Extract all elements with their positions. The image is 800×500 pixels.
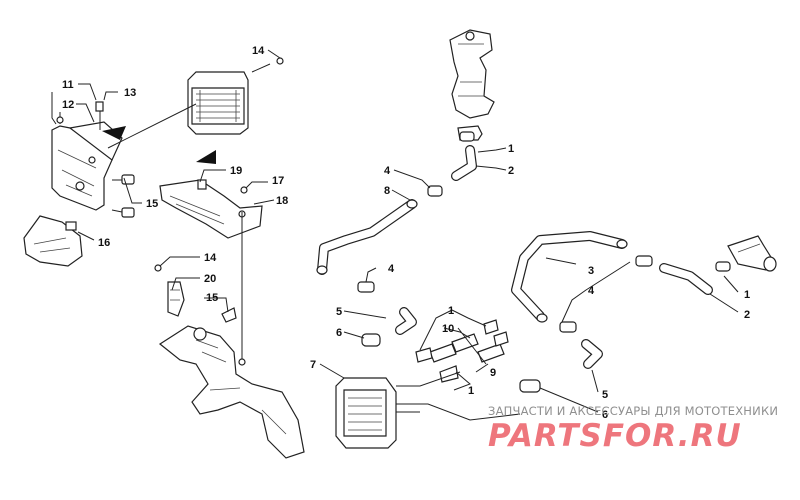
- clip-parts-15: [111, 174, 135, 218]
- hose-2-right: [659, 263, 713, 295]
- hose-3: [511, 231, 628, 323]
- callout-11: 11: [62, 79, 74, 91]
- callout-1b: 1: [448, 305, 454, 317]
- callout-14b: 14: [204, 252, 217, 264]
- callout-5b: 5: [602, 389, 608, 401]
- watermark-tagline: ЗАПЧАСТИ И АКСЕССУАРЫ ДЛЯ МОТОТЕХНИКИ: [488, 404, 779, 418]
- callout-6b: 6: [602, 409, 608, 421]
- callout-17: 17: [272, 175, 284, 187]
- direction-arrow-left: [102, 126, 126, 140]
- callout-8: 8: [384, 185, 390, 197]
- frame-section: [154, 212, 305, 459]
- callout-7: 7: [310, 359, 316, 371]
- callout-3: 3: [588, 265, 594, 277]
- clamp-4c: [635, 255, 653, 267]
- callout-5a: 5: [336, 306, 342, 318]
- hose-5-right: [581, 339, 603, 369]
- watermark-logo: PARTSFOR.RU: [488, 418, 742, 454]
- rubber-mount-16: [23, 215, 83, 267]
- callout-20: 20: [204, 273, 216, 285]
- hose-5-left: [395, 307, 417, 335]
- mounting-bracket: [51, 101, 123, 211]
- clamp-4b: [357, 281, 375, 293]
- clamp-4a: [427, 185, 443, 197]
- callout-14a: 14: [252, 45, 265, 57]
- callout-16: 16: [98, 237, 110, 249]
- hose-8: [316, 199, 418, 275]
- oil-cooler-top: [107, 57, 284, 149]
- hose-2-upper: [451, 145, 477, 181]
- callout-12: 12: [62, 99, 74, 111]
- oil-cooler-7: [335, 371, 521, 449]
- callout-6a: 6: [336, 327, 342, 339]
- callout-18: 18: [276, 195, 288, 207]
- callout-1a: 1: [508, 143, 514, 155]
- direction-arrow-mid: [196, 150, 216, 164]
- t-fitting: [727, 235, 777, 272]
- callout-9: 9: [490, 367, 496, 379]
- callout-4c: 4: [588, 285, 595, 297]
- callout-labels: 14 11 13 12 15 16 19 17 18 14 20 15 1 2 …: [62, 45, 750, 421]
- callout-2a: 2: [508, 165, 514, 177]
- clamp-4d: [559, 321, 577, 333]
- callout-15b: 15: [206, 292, 218, 304]
- leader-lines: [51, 49, 739, 413]
- callout-1c: 1: [468, 385, 474, 397]
- clamp-6a: [361, 333, 381, 347]
- callout-13: 13: [124, 87, 136, 99]
- callout-2b: 2: [744, 309, 750, 321]
- heat-shield-18: [159, 179, 263, 239]
- callout-10: 10: [442, 323, 454, 335]
- clamp-1a: [459, 131, 475, 142]
- clamp-1d: [715, 261, 731, 272]
- fitting-assembly: [415, 319, 509, 383]
- thermostat-housing: [449, 29, 495, 141]
- callout-19: 19: [230, 165, 242, 177]
- clamp-6b: [519, 379, 541, 393]
- callout-1d: 1: [744, 289, 750, 301]
- callout-4b: 4: [388, 263, 395, 275]
- callout-4a: 4: [384, 165, 391, 177]
- callout-15a: 15: [146, 198, 158, 210]
